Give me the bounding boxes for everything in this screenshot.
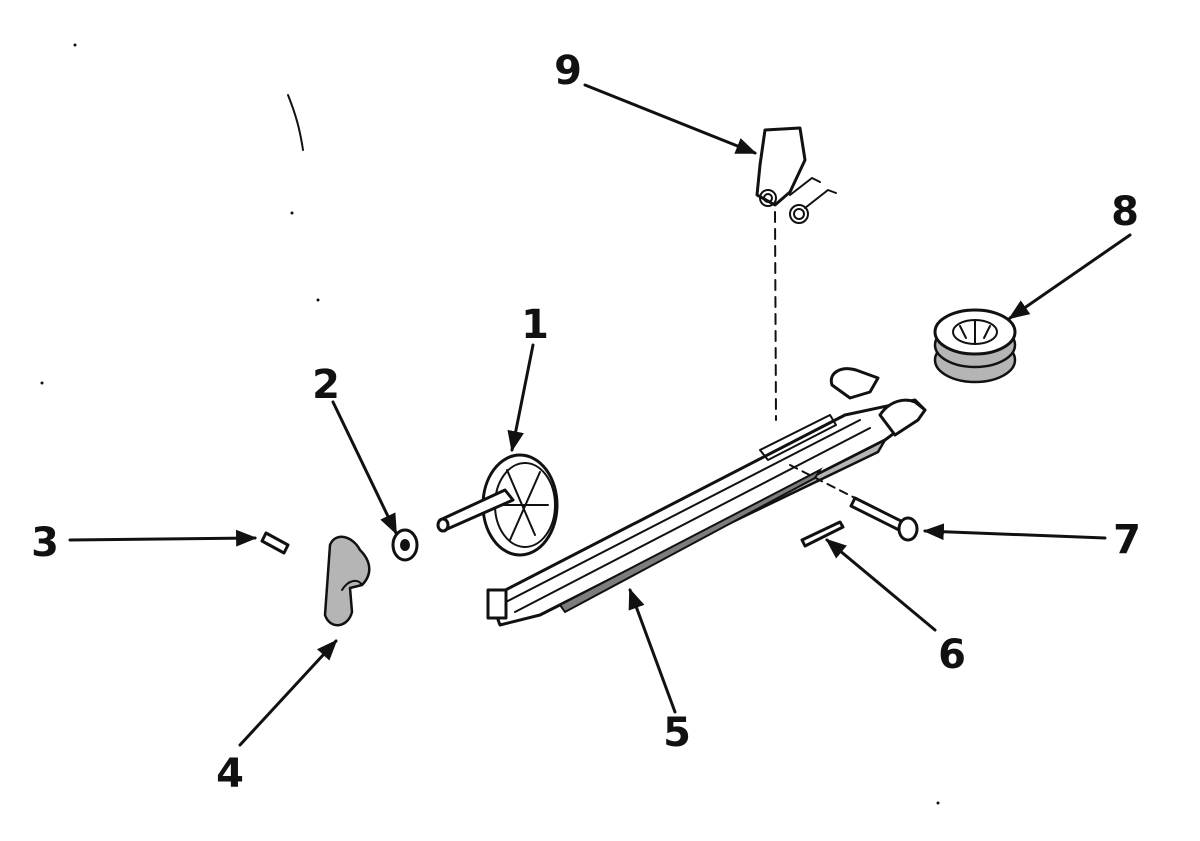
arrow-8 [1008, 233, 1132, 320]
pulley-wheel [436, 453, 559, 557]
rivet-pin [789, 464, 919, 542]
arrow-4 [238, 639, 338, 747]
washer [391, 528, 419, 562]
arrow-3 [68, 529, 258, 547]
callout-7: 7 [1113, 517, 1141, 563]
arrow-5 [628, 588, 677, 714]
torsion-spring-clip [755, 126, 837, 421]
slide-arm [486, 367, 927, 627]
callout-1: 1 [521, 302, 549, 348]
pin [260, 531, 290, 555]
callout-6: 6 [938, 632, 966, 678]
callout-4: 4 [216, 751, 244, 797]
arrow-6 [825, 538, 937, 632]
arrow-7 [922, 523, 1107, 541]
arrow-2 [331, 400, 398, 535]
callout-5: 5 [663, 710, 691, 756]
callout-3: 3 [31, 520, 59, 566]
callout-8: 8 [1111, 189, 1139, 235]
callout-9: 9 [554, 48, 582, 94]
callout-numbers: 9 8 1 2 3 4 5 6 7 [31, 48, 1141, 797]
arrow-9 [583, 83, 757, 155]
scan-marks [40, 43, 940, 805]
spool-drum [933, 308, 1017, 384]
callout-2: 2 [312, 362, 340, 408]
knob [323, 535, 371, 627]
arrow-1 [507, 343, 535, 453]
cotter-pin [800, 520, 845, 548]
leader-arrows [68, 83, 1132, 747]
